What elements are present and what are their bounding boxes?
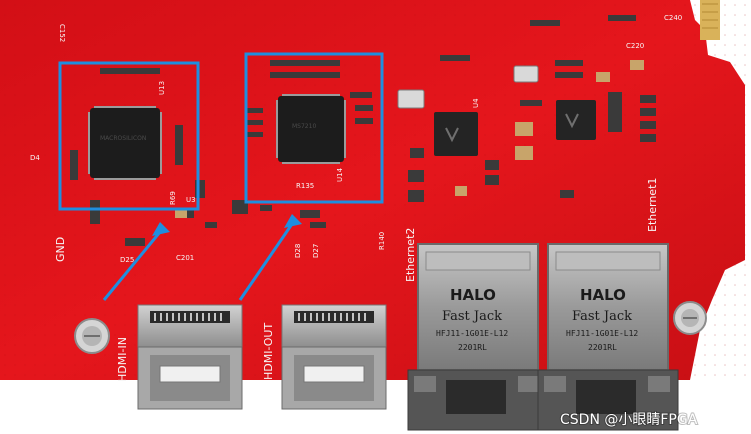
phy-chip-1 [434, 112, 478, 156]
hdmi-in-connector [137, 304, 243, 410]
jack-right-lot: 2201RL [588, 343, 617, 352]
silk-ethernet1: Ethernet1 [646, 178, 659, 232]
chip-right: MS7210 [276, 94, 346, 164]
jack-left-lot: 2201RL [458, 343, 487, 352]
edge-connector [700, 0, 720, 40]
capacitors-tan [175, 60, 644, 218]
chip-left: MACROSILICON [88, 106, 162, 180]
silk-hdmi-out: HDMI-OUT [262, 323, 275, 380]
silk-d4: D4 [30, 154, 40, 162]
jack-left-brand: HALO [450, 286, 496, 304]
silk-d25: D25 [120, 256, 134, 264]
watermark: CSDN @小眼睛FPGA [560, 412, 698, 428]
jack-left-series: Fast Jack [442, 309, 502, 324]
silk-u14: U14 [336, 167, 344, 182]
silk-c240: C240 [664, 14, 682, 22]
silk-d28: D28 [294, 244, 302, 258]
phy-chip-2 [556, 100, 596, 140]
jack-left-model: HFJ11-1G01E-L12 [436, 329, 508, 338]
screw-left [74, 318, 110, 354]
silk-u4: U4 [472, 98, 480, 108]
silk-r140: R140 [378, 232, 386, 250]
crystal-1 [397, 89, 425, 109]
silk-hdmi-in: HDMI-IN [116, 337, 129, 382]
screw-right [673, 301, 707, 335]
chip-right-marking: MS7210 [292, 123, 316, 130]
crystal-2 [513, 65, 539, 83]
rj45-jack-left: HALO Fast Jack HFJ11-1G01E-L12 2201RL [407, 243, 549, 431]
silk-d27: D27 [312, 244, 320, 258]
jack-right-series: Fast Jack [572, 309, 632, 324]
silk-gnd: GND [54, 237, 67, 262]
hdmi-out-connector [281, 304, 387, 410]
silk-c220: C220 [626, 42, 644, 50]
silk-r69: R69 [169, 191, 177, 205]
silk-c152: C152 [58, 24, 66, 42]
silk-u13: U13 [158, 81, 166, 95]
arrow-right [238, 214, 302, 301]
highlight-box-right [244, 52, 384, 204]
silk-ethernet2: Ethernet2 [404, 228, 417, 282]
jack-right-model: HFJ11-1G01E-L12 [566, 329, 638, 338]
silk-c201: C201 [176, 254, 194, 262]
highlight-box-left [58, 61, 200, 211]
silk-u3: U3 [186, 196, 196, 204]
chip-left-marking: MACROSILICON [100, 135, 146, 142]
arrow-left [102, 222, 170, 301]
silk-r135: R135 [296, 182, 314, 190]
smd-components [70, 15, 656, 246]
jack-right-brand: HALO [580, 286, 626, 304]
rj45-jack-right: HALO Fast Jack HFJ11-1G01E-L12 2201RL [537, 243, 679, 431]
